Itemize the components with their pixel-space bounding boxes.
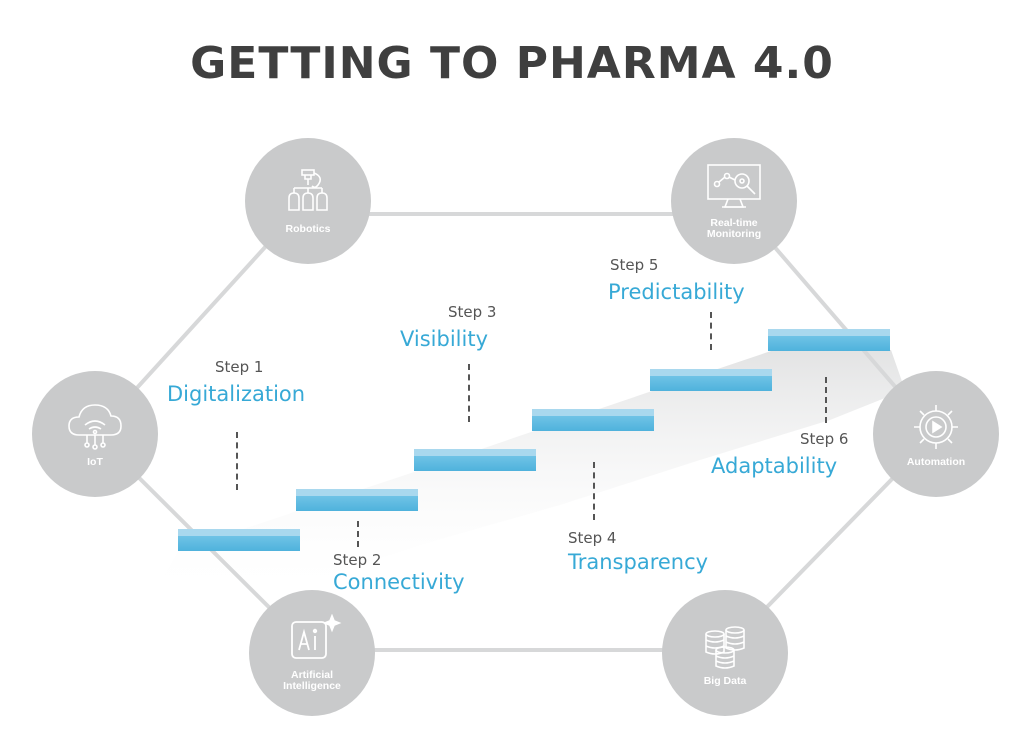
node-label: Automation [906, 455, 966, 468]
step-6-name: Adaptability [711, 454, 838, 478]
database-stack-icon [705, 625, 745, 669]
cloud-wifi-icon [68, 403, 122, 450]
step-3-name: Visibility [400, 327, 489, 351]
page-title: GETTING TO PHARMA 4.0 [190, 38, 834, 89]
gear-play-icon [914, 404, 958, 449]
node-label: IoT [87, 455, 103, 468]
stair-step-5 [650, 369, 772, 391]
node-label: Artificial Intelligence [283, 669, 341, 692]
step-5-name: Predictability [608, 280, 745, 304]
connector-step-4 [593, 462, 595, 520]
step-4-name: Transparency [568, 550, 709, 574]
connector-step-3 [468, 364, 470, 422]
node-real-time-monitoring: Real-time Monitoring [671, 138, 797, 264]
step-4-number: Step 4 [568, 529, 617, 547]
connector-step-5 [710, 312, 712, 350]
node-label: Real-time Monitoring [706, 217, 762, 240]
stair-shadow [150, 350, 905, 600]
stair-step-2 [296, 489, 418, 511]
node-iot: IoT [32, 371, 158, 497]
node-artificial-intelligence: Artificial Intelligence [249, 590, 375, 716]
step-3-number: Step 3 [448, 303, 497, 321]
step-1-name: Digitalization [167, 382, 306, 406]
step-6-number: Step 6 [800, 430, 849, 448]
robot-arm-icon [288, 168, 328, 211]
node-big-data: Big Data [662, 590, 788, 716]
connector-step-6 [825, 377, 827, 423]
connector-step-1 [236, 432, 238, 490]
step-2-name: Connectivity [333, 570, 465, 594]
step-2-number: Step 2 [333, 551, 382, 569]
node-automation: Automation [873, 371, 999, 497]
node-label: Big Data [703, 674, 747, 687]
stair-step-1 [178, 529, 300, 551]
connector-step-2 [357, 521, 359, 547]
node-robotics: Robotics [245, 138, 371, 264]
stair-step-6 [768, 329, 890, 351]
step-1-number: Step 1 [215, 358, 264, 376]
node-label: Robotics [285, 222, 331, 235]
monitor-magnifier-icon [707, 164, 761, 208]
stair-step-4 [532, 409, 654, 431]
step-5-number: Step 5 [610, 256, 659, 274]
stair-step-3 [414, 449, 536, 471]
ai-chip-icon [291, 614, 342, 659]
